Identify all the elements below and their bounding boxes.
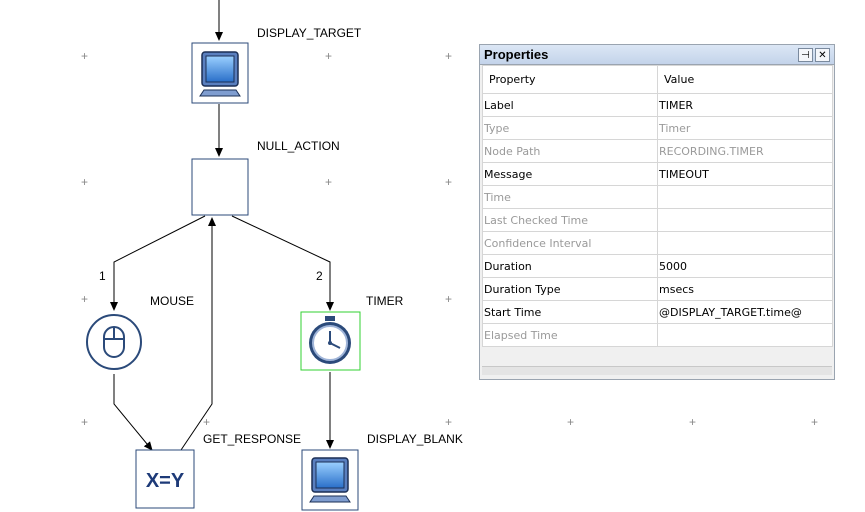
property-name: Start Time [482, 300, 658, 324]
value-column-header[interactable]: Value [657, 65, 833, 94]
mouse-node[interactable] [86, 314, 142, 370]
timer-node[interactable] [300, 311, 361, 371]
property-value [657, 323, 833, 347]
svg-text:+: + [81, 49, 88, 63]
property-value[interactable]: TIMER [657, 93, 833, 117]
flow-edges [110, 0, 334, 451]
property-name: Duration [482, 254, 658, 278]
svg-text:+: + [81, 415, 88, 429]
get-response-node[interactable]: X=Y [135, 449, 195, 509]
svg-text:+: + [445, 415, 452, 429]
properties-title: Properties [484, 47, 549, 62]
close-icon[interactable]: ✕ [815, 47, 830, 62]
property-name: Label [482, 93, 658, 117]
property-value[interactable]: 5000 [657, 254, 833, 278]
svg-text:+: + [445, 49, 452, 63]
property-name: Last Checked Time [482, 208, 658, 232]
property-value[interactable]: msecs [657, 277, 833, 301]
svg-text:+: + [445, 292, 452, 306]
monitor-icon [199, 51, 241, 97]
property-name: Confidence Interval [482, 231, 658, 255]
monitor-icon [309, 457, 351, 503]
display-blank-label: DISPLAY_BLANK [367, 432, 463, 446]
property-row[interactable]: Confidence Interval [482, 231, 833, 255]
mouse-icon [103, 326, 125, 358]
get-response-symbol: X=Y [146, 470, 185, 492]
property-row[interactable]: Start Time@DISPLAY_TARGET.time@ [482, 300, 833, 324]
timer-label: TIMER [366, 294, 404, 308]
display-target-node[interactable] [191, 42, 249, 104]
property-name: Duration Type [482, 277, 658, 301]
property-row[interactable]: Elapsed Time [482, 323, 833, 347]
property-value: RECORDING.TIMER [657, 139, 833, 163]
get-response-label: GET_RESPONSE [203, 432, 302, 446]
stopwatch-icon [309, 316, 351, 364]
property-row[interactable]: Last Checked Time [482, 208, 833, 232]
display-target-label: DISPLAY_TARGET [257, 26, 362, 40]
property-value [657, 185, 833, 209]
null-action-node[interactable] [191, 158, 249, 216]
properties-scrollbar[interactable] [482, 366, 832, 375]
property-value: Timer [657, 116, 833, 140]
grid-markers: + + + + + + + + + + + + + + [81, 49, 818, 429]
edge-label-1: 1 [99, 269, 106, 283]
property-value [657, 208, 833, 232]
property-value[interactable]: TIMEOUT [657, 162, 833, 186]
property-row[interactable]: Time [482, 185, 833, 209]
properties-header-row: Property Value [482, 65, 833, 94]
property-value[interactable]: @DISPLAY_TARGET.time@ [657, 300, 833, 324]
property-name: Elapsed Time [482, 323, 658, 347]
pin-icon[interactable]: ⊣ [798, 47, 813, 62]
svg-text:+: + [567, 415, 574, 429]
svg-text:+: + [325, 175, 332, 189]
property-column-header[interactable]: Property [482, 65, 658, 94]
svg-text:+: + [81, 175, 88, 189]
property-name: Message [482, 162, 658, 186]
property-name: Node Path [482, 139, 658, 163]
mouse-label: MOUSE [150, 294, 195, 308]
svg-text:+: + [689, 415, 696, 429]
svg-text:+: + [445, 175, 452, 189]
svg-text:+: + [325, 49, 332, 63]
svg-text:+: + [811, 415, 818, 429]
svg-text:+: + [203, 415, 210, 429]
display-blank-node[interactable] [301, 449, 359, 511]
properties-titlebar[interactable]: Properties ⊣ ✕ [480, 45, 834, 65]
property-name: Time [482, 185, 658, 209]
null-action-label: NULL_ACTION [257, 139, 340, 153]
property-name: Type [482, 116, 658, 140]
svg-text:+: + [81, 292, 88, 306]
edge-label-2: 2 [316, 269, 323, 283]
property-value [657, 231, 833, 255]
